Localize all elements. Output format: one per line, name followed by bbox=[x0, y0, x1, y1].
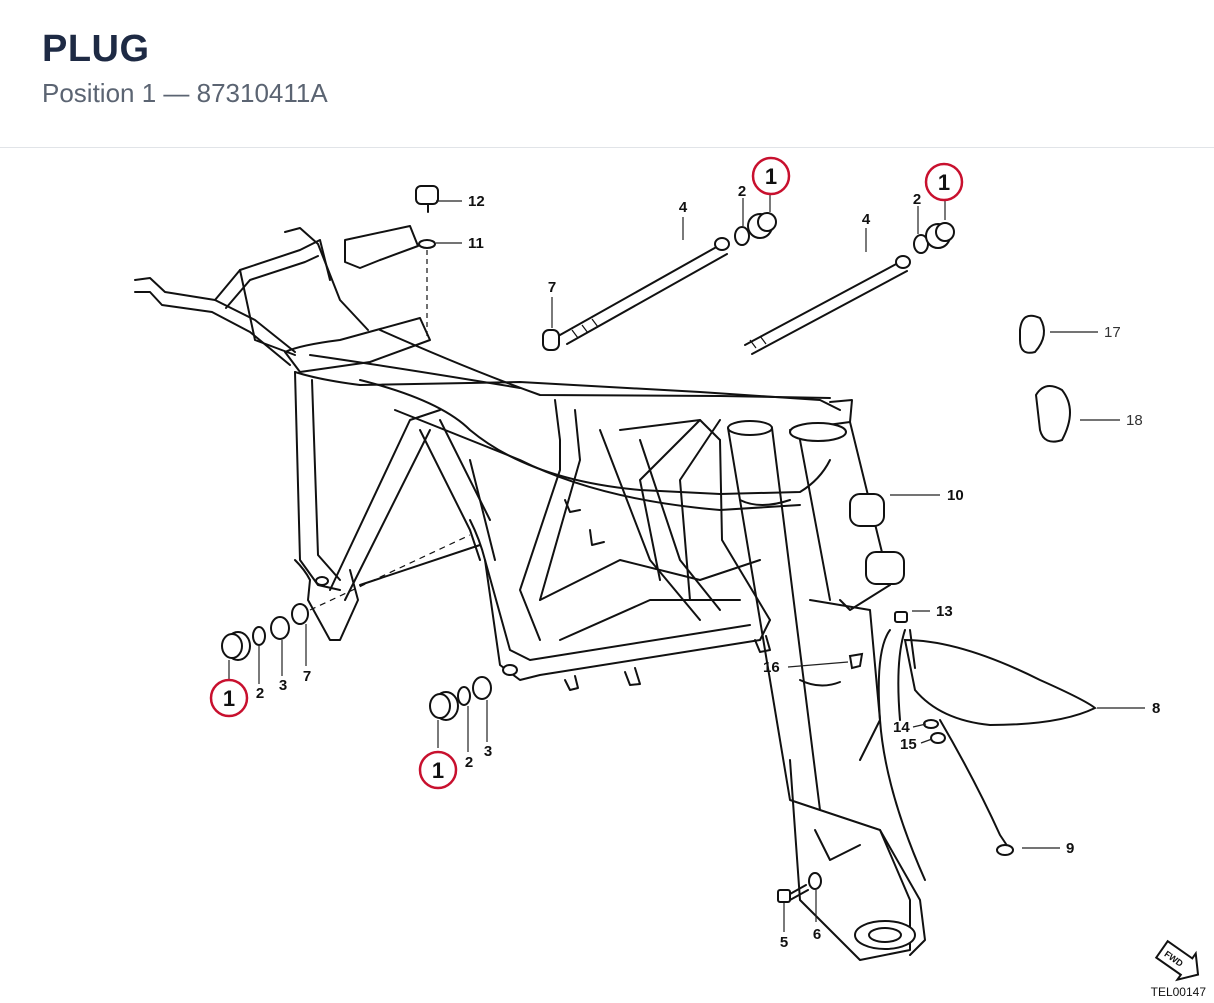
callout-10[interactable]: 10 bbox=[947, 487, 964, 504]
callout-4-right[interactable]: 4 bbox=[862, 211, 871, 228]
callout-12[interactable]: 12 bbox=[468, 193, 485, 210]
bolt-5 bbox=[777, 884, 809, 903]
upper-bolt-left bbox=[559, 237, 730, 345]
callout-18[interactable]: 18 bbox=[1126, 412, 1143, 429]
callout-11[interactable]: 11 bbox=[468, 235, 484, 252]
page-title: PLUG bbox=[42, 28, 150, 70]
header-divider bbox=[0, 147, 1214, 148]
callout-1-top-right[interactable]: 1 bbox=[924, 162, 964, 202]
rubber-mount-12 bbox=[415, 185, 439, 213]
callout-13[interactable]: 13 bbox=[936, 603, 953, 620]
bush-lower-left bbox=[270, 616, 290, 640]
callout-7-lower-left[interactable]: 7 bbox=[303, 668, 311, 685]
drawing-reference: TEL00147 bbox=[1151, 985, 1207, 999]
callout-1-lower-mid[interactable]: 1 bbox=[418, 750, 458, 790]
bush-lower-mid bbox=[472, 676, 492, 700]
callout-2-lower-mid[interactable]: 2 bbox=[465, 754, 473, 771]
clip-16 bbox=[848, 652, 864, 670]
o-ring-lower-left bbox=[252, 626, 266, 646]
callout-2-top-right[interactable]: 2 bbox=[913, 191, 921, 208]
callout-9[interactable]: 9 bbox=[1066, 840, 1074, 857]
callout-14[interactable]: 14 bbox=[893, 719, 910, 736]
front-fender-drawing bbox=[877, 629, 1097, 881]
clamp-18 bbox=[1034, 385, 1071, 443]
washer-14 bbox=[923, 719, 939, 729]
washer-6 bbox=[808, 872, 822, 890]
plug-lower-mid bbox=[429, 691, 459, 721]
fwd-badge: FWD bbox=[1154, 939, 1200, 982]
callout-15[interactable]: 15 bbox=[900, 736, 917, 753]
part-callouts: 12 11 4 4 2 2 7 10 13 16 8 14 15 9 17 18… bbox=[256, 183, 1161, 951]
spacer-lower-left bbox=[291, 603, 309, 625]
callout-3-lower-mid[interactable]: 3 bbox=[484, 743, 492, 760]
fork-drawing bbox=[727, 420, 926, 961]
header: PLUG Position 1 — 87310411A bbox=[0, 0, 1214, 148]
callout-5[interactable]: 5 bbox=[780, 934, 788, 951]
callout-17[interactable]: 17 bbox=[1104, 324, 1121, 341]
page-subtitle: Position 1 — 87310411A bbox=[42, 78, 328, 108]
frame-drawing bbox=[134, 225, 891, 691]
callout-3-lower-left[interactable]: 3 bbox=[279, 677, 287, 694]
clamp-17 bbox=[1019, 314, 1045, 354]
washer-11 bbox=[418, 239, 436, 249]
svg-text:1: 1 bbox=[938, 170, 950, 195]
callout-8[interactable]: 8 bbox=[1152, 700, 1160, 717]
highlight-callouts: 1 1 1 1 bbox=[209, 156, 964, 790]
callout-7-top[interactable]: 7 bbox=[548, 279, 556, 296]
o-ring-lower-mid bbox=[457, 686, 471, 706]
spacer-7 bbox=[542, 329, 560, 351]
o-ring-top-left bbox=[734, 226, 750, 246]
svg-text:1: 1 bbox=[432, 758, 444, 783]
boss-10 bbox=[849, 493, 905, 585]
nut-15 bbox=[930, 732, 946, 744]
callout-4-left[interactable]: 4 bbox=[679, 199, 688, 216]
callout-1-lower-left[interactable]: 1 bbox=[209, 678, 249, 718]
callout-16[interactable]: 16 bbox=[763, 659, 780, 676]
plug-top-right bbox=[925, 222, 955, 249]
svg-text:1: 1 bbox=[765, 164, 777, 189]
callout-6[interactable]: 6 bbox=[813, 926, 821, 943]
callout-2-lower-left[interactable]: 2 bbox=[256, 685, 264, 702]
svg-text:1: 1 bbox=[223, 686, 235, 711]
plug-top-left bbox=[747, 212, 777, 239]
screw-13 bbox=[894, 611, 908, 623]
plug-lower-left bbox=[221, 631, 251, 661]
upper-bolt-right bbox=[744, 255, 911, 355]
callout-2-top-left[interactable]: 2 bbox=[738, 183, 746, 200]
lower-axis bbox=[309, 534, 471, 611]
callout-1-top-left[interactable]: 1 bbox=[751, 156, 791, 196]
